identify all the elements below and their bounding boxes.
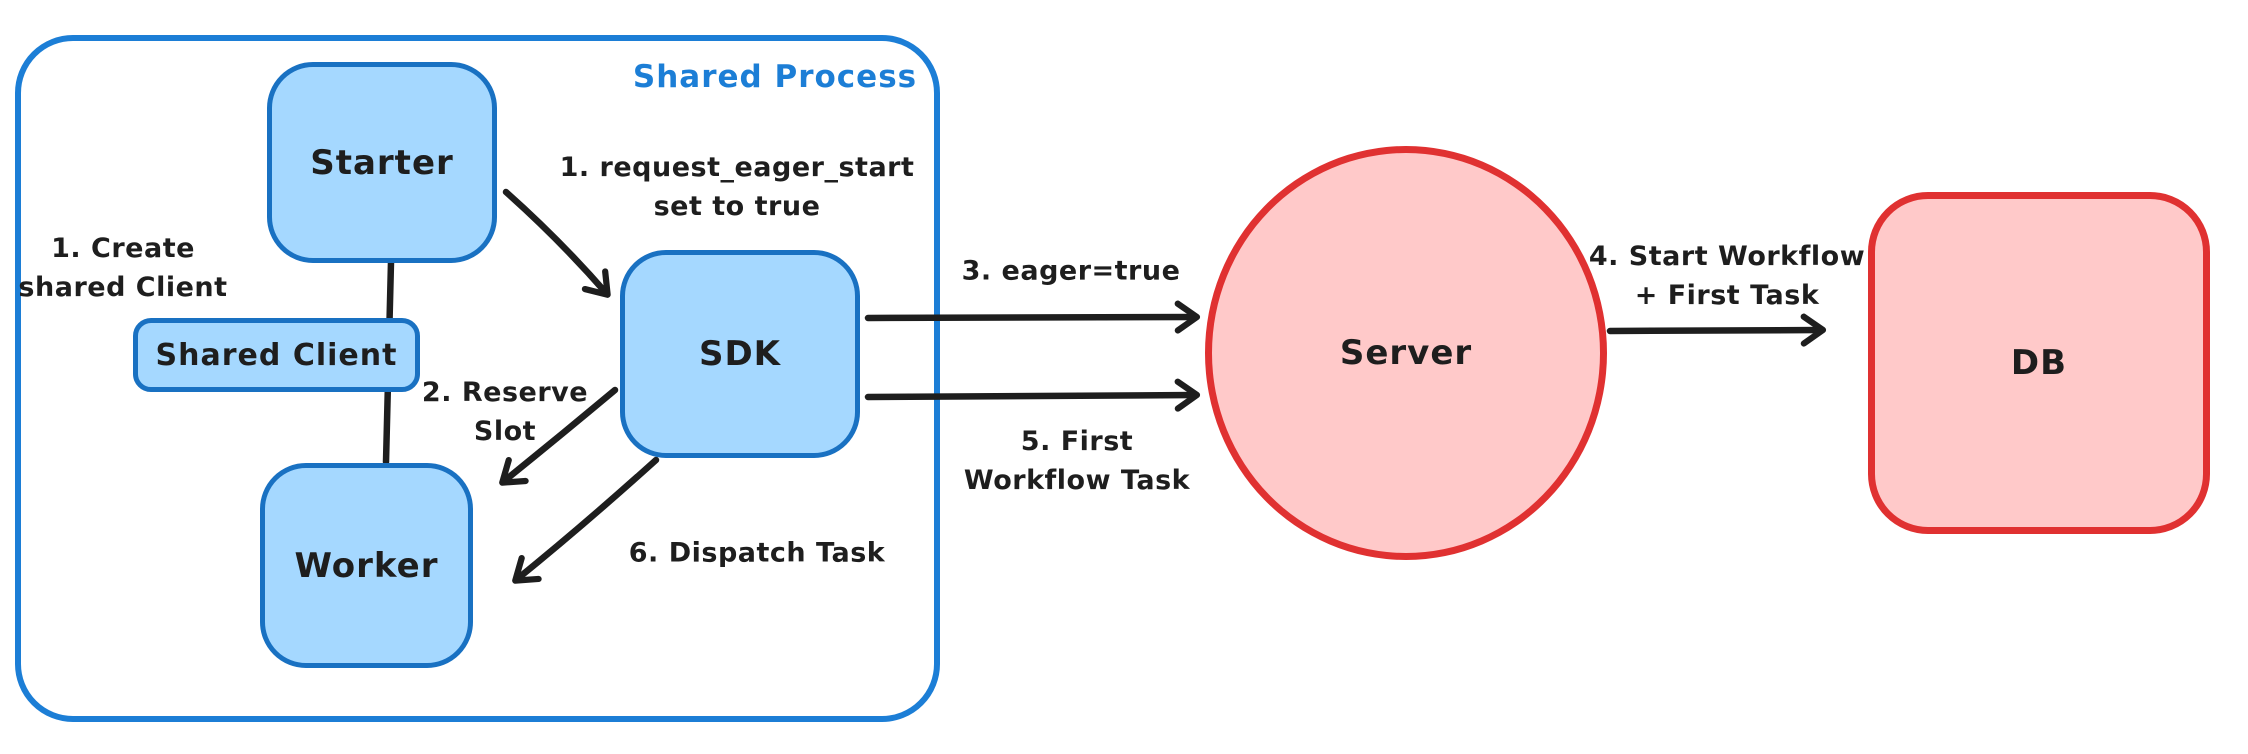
- node-sdk: SDK: [620, 250, 860, 458]
- node-worker: Worker: [260, 463, 473, 668]
- node-starter-label: Starter: [310, 142, 454, 183]
- arrow-request-eager-start: [502, 188, 611, 298]
- note-dispatch-task: 6. Dispatch Task: [628, 537, 886, 569]
- node-worker-label: Worker: [294, 545, 439, 586]
- note-request-eager-start: 1. request_eager_start set to true: [560, 148, 915, 226]
- arrow-start-workflow-first-task: [1606, 313, 1827, 347]
- note-start-workflow-first-task: 4. Start Workflow + First Task: [1589, 237, 1865, 315]
- arrow-dispatch-task: [512, 456, 660, 584]
- note-first-workflow-task-line2: Workflow Task: [963, 465, 1191, 496]
- note-request-eager-start-line2: set to true: [653, 191, 821, 222]
- node-sdk-label: SDK: [698, 334, 782, 374]
- note-start-workflow-first-task-line1: 4. Start Workflow: [1588, 240, 1866, 272]
- arrow-eager-true: [864, 300, 1201, 334]
- note-reserve-slot-line2: Slot: [473, 416, 537, 447]
- shared-process-title: Shared Process: [632, 59, 918, 95]
- note-create-shared-client-line2: shared Client: [18, 272, 228, 303]
- note-first-workflow-task: 5. First Workflow Task: [964, 422, 1190, 500]
- note-create-shared-client: 1. Create shared Client: [18, 229, 227, 307]
- note-eager-true: 3. eager=true: [961, 255, 1181, 287]
- note-start-workflow-first-task-line2: + First Task: [1634, 280, 1820, 311]
- node-shared-client: Shared Client: [133, 318, 420, 392]
- node-starter: Starter: [267, 62, 497, 263]
- shared-process-frame: [15, 35, 940, 722]
- arrow-reserve-slot: [499, 386, 619, 486]
- node-server-label: Server: [1339, 333, 1473, 373]
- note-reserve-slot: 2. Reserve Slot: [422, 373, 588, 451]
- note-request-eager-start-line1: 1. request_eager_start: [559, 151, 915, 183]
- note-reserve-slot-line1: 2. Reserve: [421, 376, 589, 408]
- note-first-workflow-task-line1: 5. First: [1020, 425, 1134, 457]
- node-db-label: DB: [2010, 343, 2068, 383]
- node-db: DB: [1868, 192, 2210, 534]
- arrow-first-workflow-task: [864, 378, 1201, 412]
- node-server: Server: [1205, 146, 1607, 560]
- note-create-shared-client-line1: 1. Create: [51, 232, 195, 264]
- node-shared-client-label: Shared Client: [155, 337, 398, 373]
